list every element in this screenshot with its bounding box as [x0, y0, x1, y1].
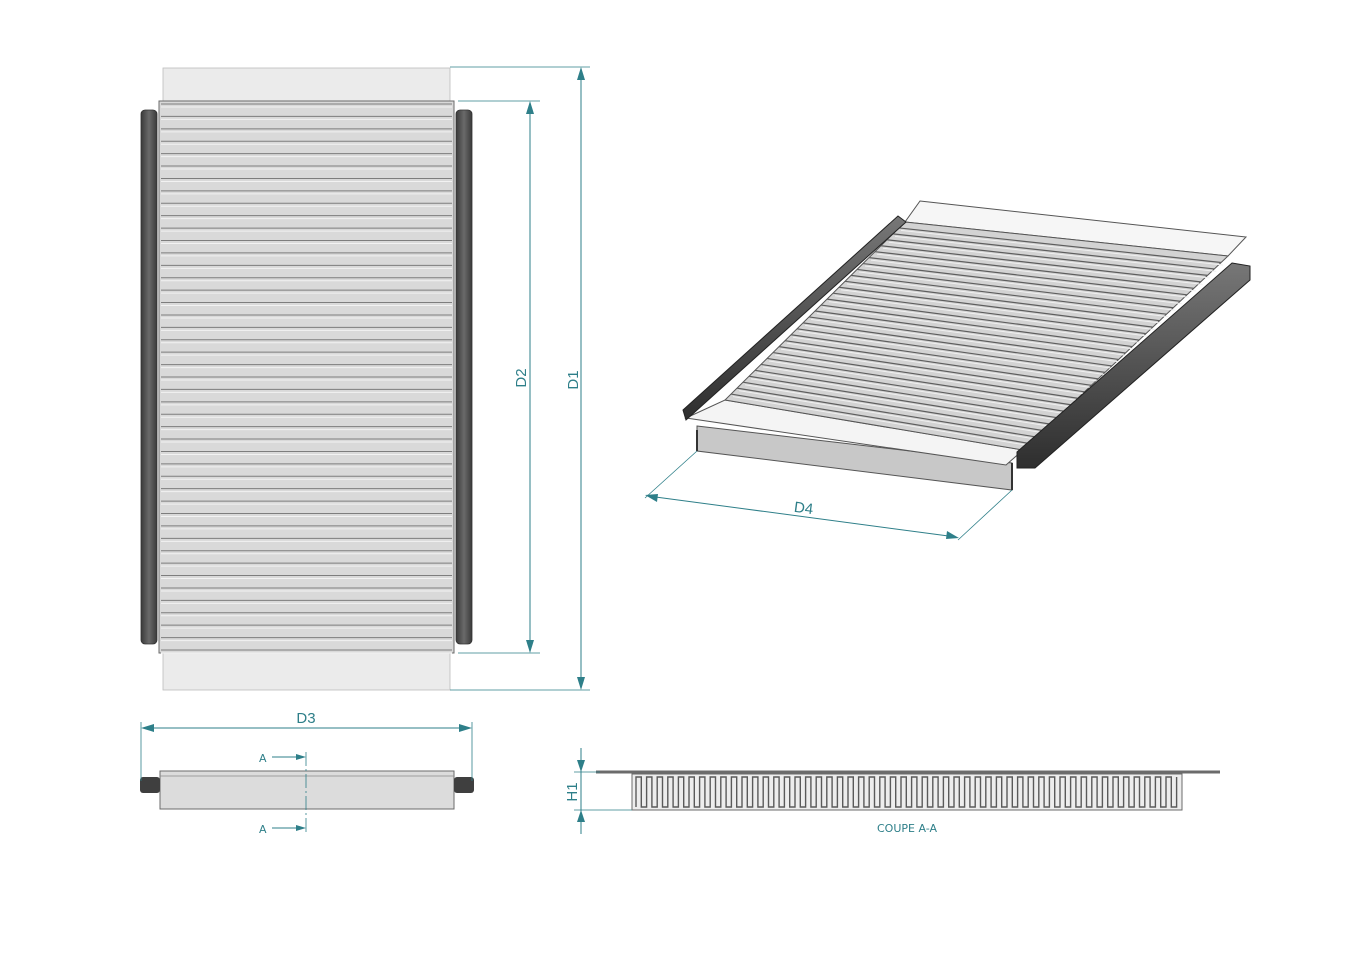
dimension-label-d4: D4 — [793, 499, 814, 518]
iso-slat-line — [832, 292, 1147, 335]
iso-grating-slats — [730, 227, 1224, 447]
iso-slat-highlight — [864, 265, 1183, 305]
iso-slat-line — [814, 310, 1126, 354]
iso-slat-line — [778, 346, 1085, 393]
iso-slat-line — [826, 298, 1140, 341]
dimension-d2: D2 — [458, 100, 540, 654]
iso-slat-highlight — [876, 253, 1196, 292]
iso-right-rubber-strip — [1016, 262, 1251, 469]
iso-slat-highlight — [792, 336, 1101, 382]
iso-slat-line — [838, 286, 1153, 328]
front-view: A A — [140, 752, 474, 836]
iso-slat-line — [766, 357, 1071, 406]
iso-slat-line — [850, 274, 1167, 315]
iso-slat-highlight — [846, 283, 1162, 324]
iso-slat-line — [862, 262, 1181, 302]
section-serpentine-profile — [635, 776, 1178, 808]
iso-slat-line — [874, 251, 1194, 289]
iso-slat-highlight — [822, 307, 1135, 350]
iso-slat-line — [784, 340, 1092, 386]
iso-left-rubber-strip — [682, 215, 907, 421]
iso-slat-line — [808, 316, 1119, 361]
iso-slat-highlight — [762, 366, 1067, 415]
iso-slat-line — [868, 257, 1188, 296]
iso-slat-highlight — [774, 354, 1080, 402]
section-title: COUPE A-A — [877, 822, 937, 835]
front-right-strip — [454, 777, 474, 793]
iso-slat-line — [802, 322, 1112, 367]
top-end-plate — [162, 67, 451, 105]
iso-slat-line — [754, 369, 1058, 419]
iso-slat-highlight — [798, 330, 1108, 376]
iso-slat-line — [796, 328, 1106, 373]
iso-slat-line — [748, 375, 1051, 425]
iso-slat-highlight — [768, 360, 1073, 408]
dimension-label-h1: H1 — [564, 782, 581, 801]
iso-slat-line — [892, 233, 1215, 270]
iso-slat-highlight — [786, 342, 1094, 389]
bottom-end-plate — [162, 651, 451, 691]
iso-slat-line — [772, 351, 1078, 399]
iso-slat-highlight — [828, 301, 1142, 344]
iso-slat-highlight — [816, 313, 1128, 356]
section-view: COUPE A-A — [596, 770, 1220, 835]
iso-slat-highlight — [870, 259, 1190, 298]
section-mark-top: A — [259, 752, 267, 765]
iso-slat-highlight — [840, 289, 1155, 331]
dimension-d4: D4 — [644, 450, 1013, 541]
iso-slat-highlight — [894, 235, 1217, 272]
iso-slat-highlight — [738, 390, 1039, 441]
iso-slat-highlight — [852, 277, 1169, 318]
left-rubber-strip — [140, 109, 158, 645]
right-rubber-strip — [455, 109, 473, 645]
iso-slat-line — [886, 239, 1208, 276]
dimension-d3: D3 — [140, 710, 473, 781]
dimension-d1: D1 — [450, 66, 590, 691]
iso-slat-highlight — [756, 372, 1060, 421]
dimension-label-d2: D2 — [513, 368, 530, 387]
iso-slat-line — [898, 227, 1222, 264]
top-view — [140, 67, 473, 691]
iso-slat-line — [880, 245, 1201, 283]
section-mark-bottom: A — [259, 823, 267, 836]
iso-slat-highlight — [750, 378, 1053, 428]
front-left-strip — [140, 777, 160, 793]
iso-slat-highlight — [900, 229, 1224, 266]
isometric-view — [682, 200, 1251, 491]
front-body — [159, 770, 455, 810]
iso-slat-line — [856, 268, 1174, 309]
iso-slat-highlight — [834, 295, 1149, 337]
iso-slat-highlight — [888, 241, 1210, 279]
iso-slat-line — [742, 381, 1044, 432]
iso-slat-highlight — [744, 384, 1046, 434]
iso-slat-line — [820, 304, 1133, 348]
grating-slats — [161, 103, 452, 654]
iso-slat-highlight — [732, 396, 1032, 447]
iso-slat-highlight — [810, 318, 1121, 363]
iso-slat-highlight — [882, 247, 1203, 285]
dimension-label-d1: D1 — [565, 370, 582, 389]
iso-slat-line — [760, 363, 1065, 412]
iso-slat-highlight — [780, 348, 1087, 395]
dimension-h1: H1 — [564, 748, 632, 834]
iso-slat-line — [736, 387, 1037, 438]
iso-slat-line — [790, 334, 1099, 380]
dimension-label-d3: D3 — [296, 710, 315, 727]
iso-slat-line — [730, 393, 1030, 445]
iso-slat-highlight — [858, 271, 1176, 311]
iso-slat-line — [844, 280, 1160, 322]
iso-slat-highlight — [804, 324, 1114, 369]
